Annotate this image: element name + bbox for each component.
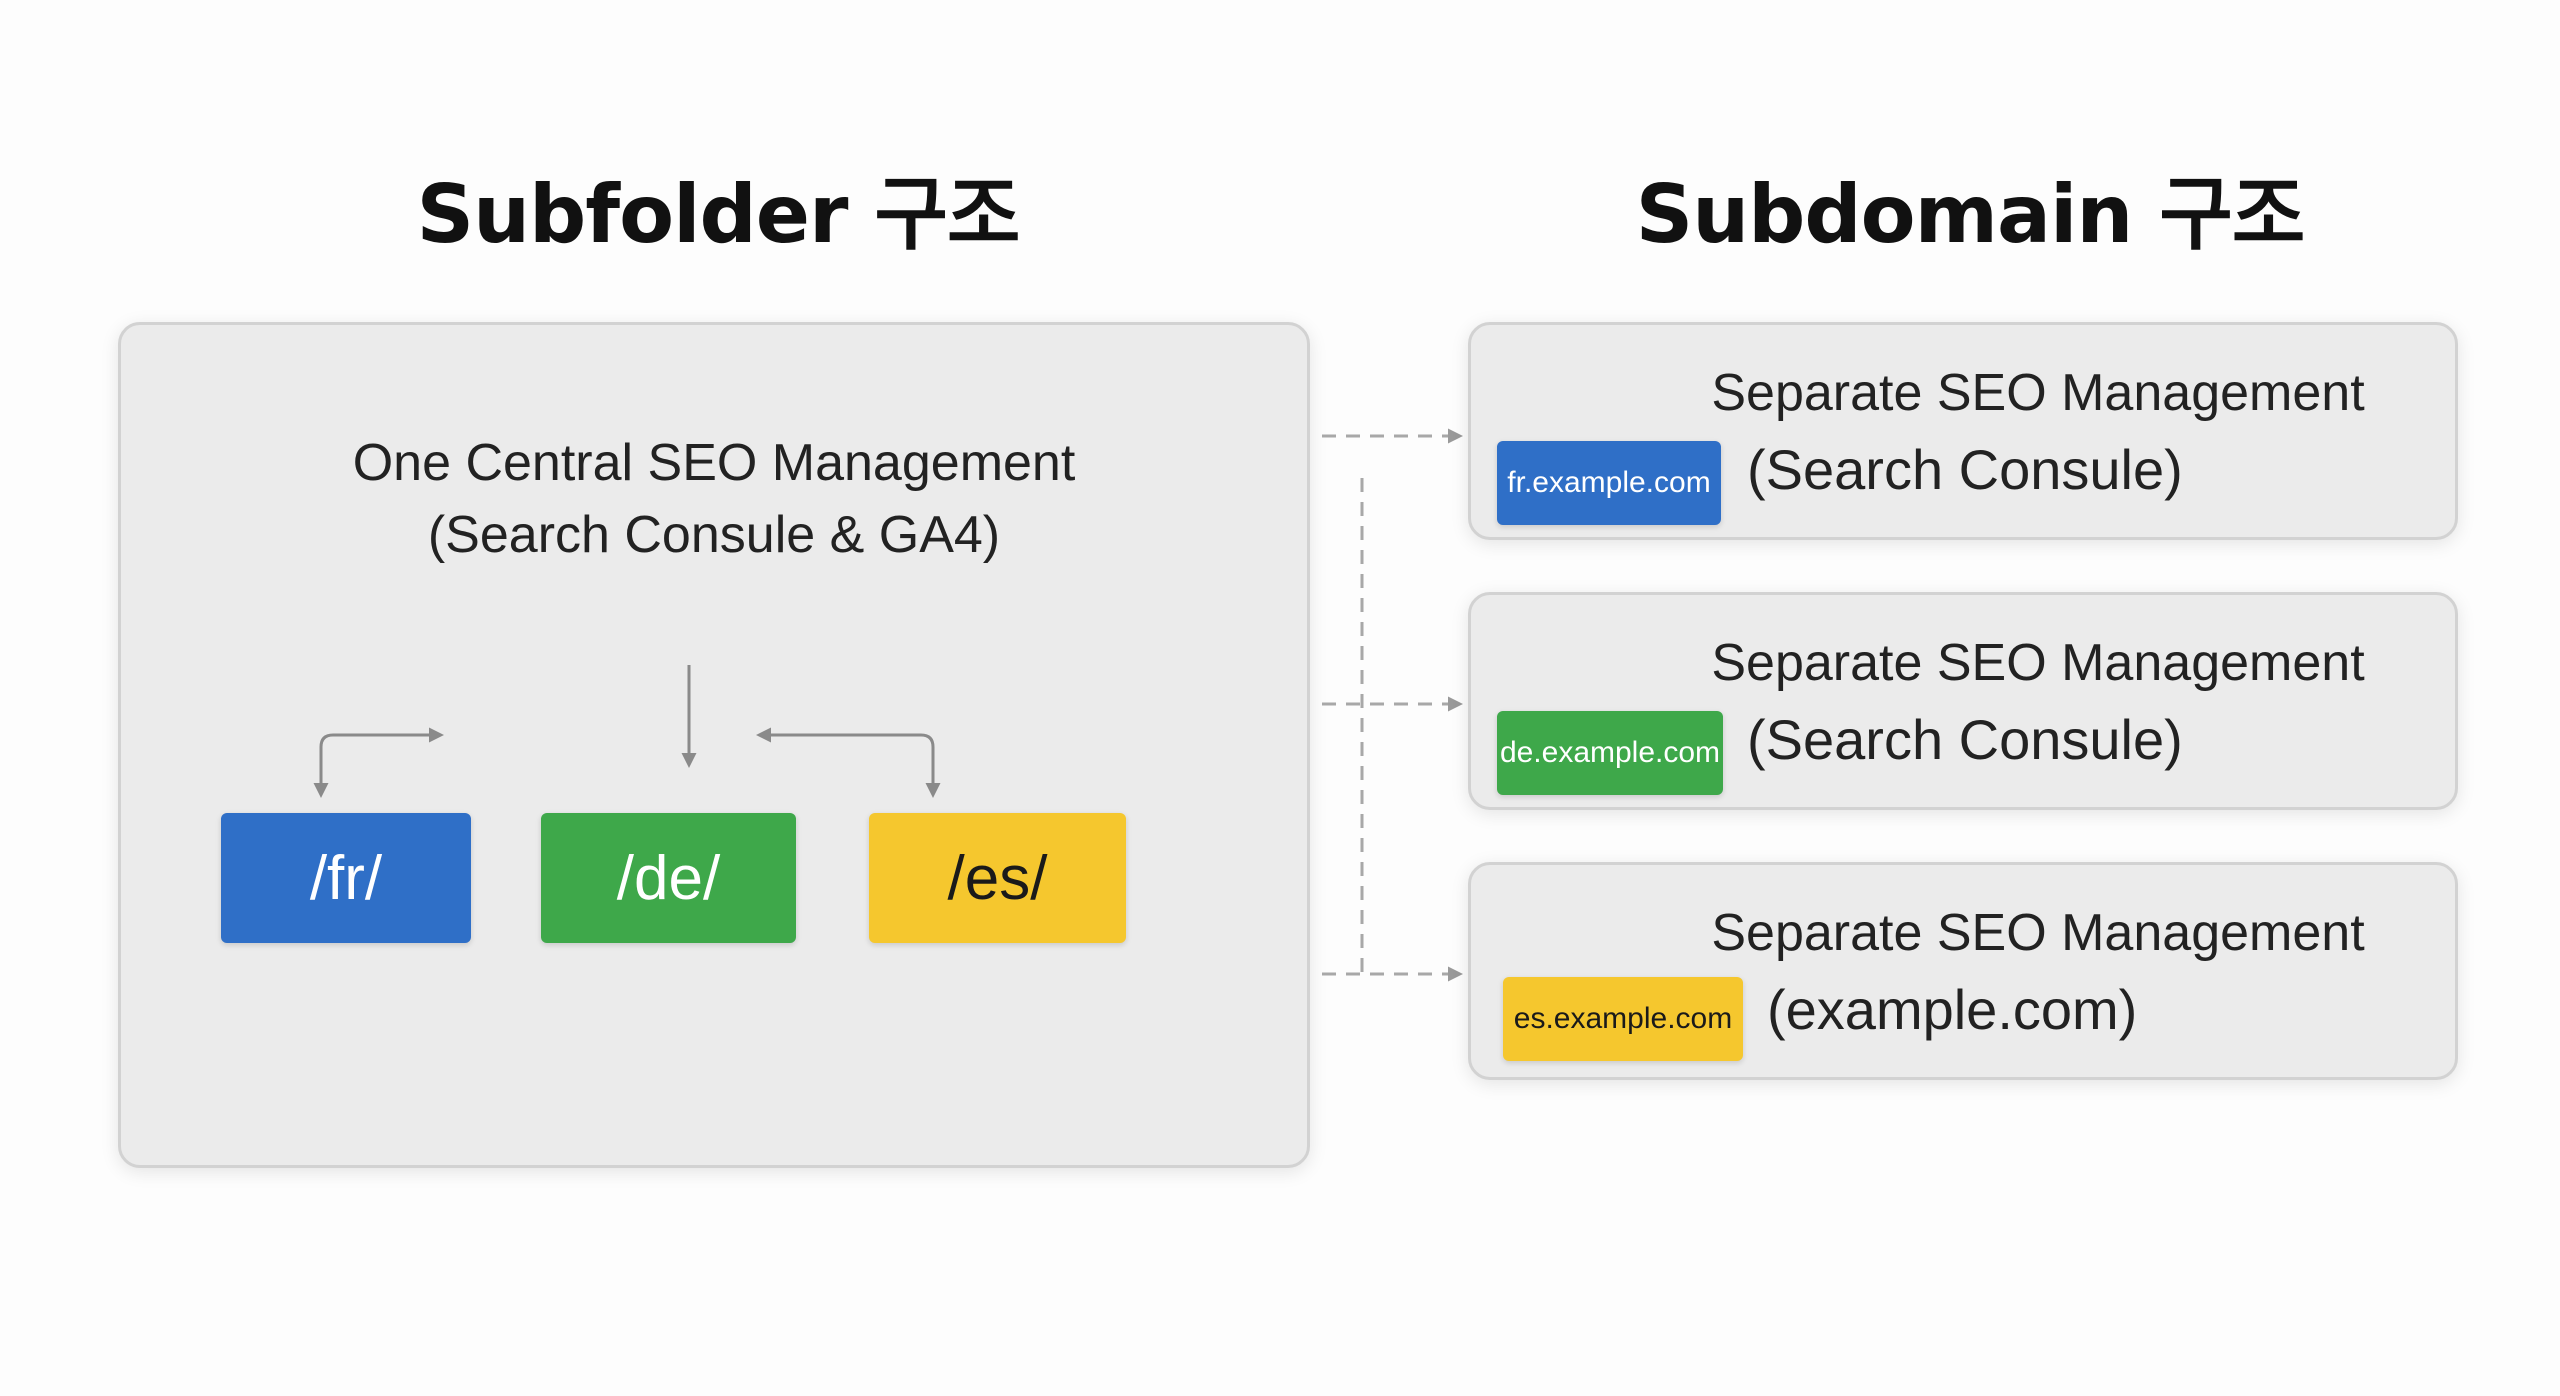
subdomain-badge-es: es.example.com (1503, 977, 1743, 1061)
subfolder-panel: One Central SEO Management (Search Consu… (118, 322, 1310, 1168)
subdomain-panel-es: Separate SEO Management es.example.com (… (1468, 862, 2458, 1080)
subdomain-heading: Subdomain 구조 (1635, 168, 2306, 261)
left-bidirectional-arrow (313, 727, 444, 798)
subfolder-heading: Subfolder 구조 (416, 168, 1020, 261)
subdomain-title: Separate SEO Management (1711, 364, 2365, 422)
folder-fr: /fr/ (221, 813, 471, 943)
subdomain-badge-de: de.example.com (1497, 711, 1723, 795)
right-bidirectional-arrow (756, 727, 941, 798)
central-seo-tools: (Search Consule & GA4) (427, 506, 1001, 564)
subdomain-title: Separate SEO Management (1711, 634, 2365, 692)
folder-de: /de/ (541, 813, 796, 943)
subdomain-panel-fr: Separate SEO Management fr.example.com (… (1468, 322, 2458, 540)
folder-es: /es/ (869, 813, 1126, 943)
subdomain-detail: (Search Consule) (1747, 708, 2183, 771)
subdomain-detail: (Search Consule) (1747, 438, 2183, 501)
subfolder-arrows (313, 665, 941, 798)
subdomain-panel-de: Separate SEO Management de.example.com (… (1468, 592, 2458, 810)
central-seo-title: One Central SEO Management (352, 434, 1076, 492)
subdomain-detail: (example.com) (1767, 978, 2138, 1041)
subdomain-badge-fr: fr.example.com (1497, 441, 1721, 525)
subdomain-title: Separate SEO Management (1711, 904, 2365, 962)
